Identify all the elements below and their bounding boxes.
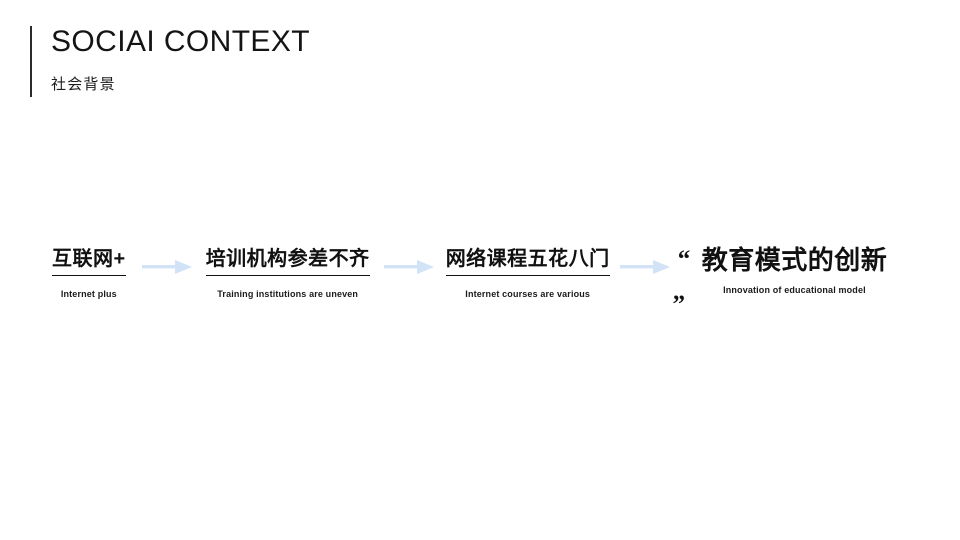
arrow-right-icon-2 — [383, 258, 434, 276]
process-flow: 互联网+ Internet plus 培训机构参差不齐 Training ins… — [52, 245, 912, 304]
quote-open-icon: “ — [677, 246, 691, 273]
arrow-right-icon-3 — [619, 258, 670, 276]
arrow-right-icon-1 — [141, 258, 192, 276]
flow-step-3-title: 网络课程五花八门 — [445, 246, 610, 276]
slide-header: SOCIAI CONTEXT 社会背景 — [30, 26, 310, 97]
flow-step-3-caption: Internet courses are various — [465, 289, 591, 299]
flow-step-4-caption: Innovation of educational model — [723, 284, 866, 295]
flow-step-2: 培训机构参差不齐 Training institutions are uneve… — [205, 246, 370, 299]
header-accent-bar — [30, 26, 32, 97]
flow-step-4: “ „ 教育模式的创新 Innovation of educational mo… — [673, 245, 888, 304]
flow-step-1-caption: Internet plus — [60, 289, 117, 299]
flow-step-2-caption: Training institutions are uneven — [217, 289, 359, 299]
page-subtitle: 社会背景 — [51, 75, 116, 93]
flow-step-4-title: 教育模式的创新 — [701, 245, 888, 275]
flow-step-1-title: 互联网+ — [52, 246, 126, 276]
flow-step-3: 网络课程五花八门 Internet courses are various — [445, 246, 610, 299]
flow-step-2-title: 培训机构参差不齐 — [205, 246, 370, 276]
page-title: SOCIAI CONTEXT — [51, 25, 310, 58]
header-text-group: SOCIAI CONTEXT 社会背景 — [51, 26, 310, 97]
quote-close-icon: „ — [672, 278, 686, 305]
flow-step-1: 互联网+ Internet plus — [52, 246, 126, 299]
